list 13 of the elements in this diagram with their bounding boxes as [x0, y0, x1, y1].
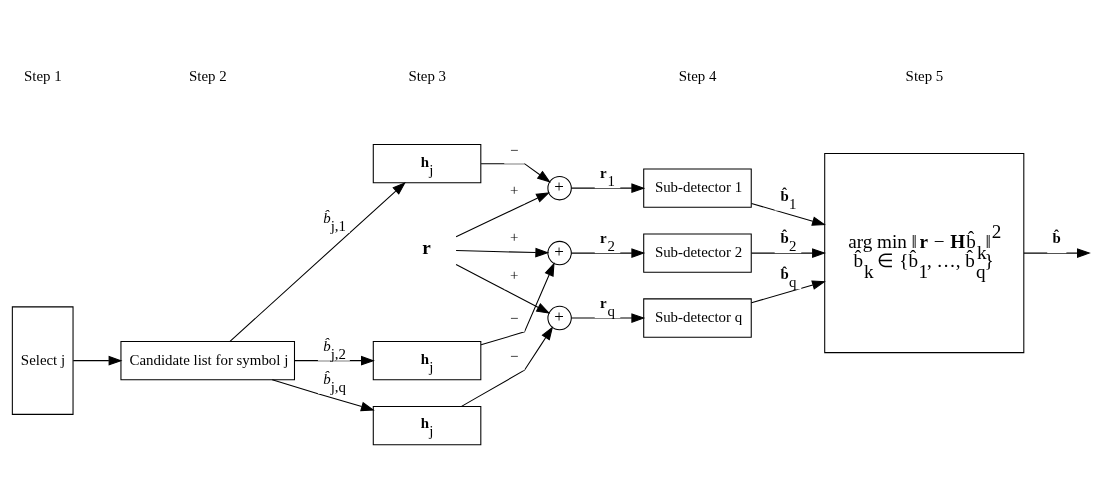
edge-label: b̂ — [1052, 230, 1061, 247]
edge-label: + — [510, 267, 519, 284]
edge-label: − — [510, 348, 519, 365]
edge-label: + — [510, 229, 519, 246]
edge-label: − — [510, 310, 519, 327]
label: Step 2 — [189, 68, 227, 85]
edge-label: + — [510, 182, 519, 199]
node-text: r — [422, 236, 431, 258]
label: Step 4 — [678, 68, 717, 85]
label: Step 1 — [24, 68, 62, 85]
label: Step 3 — [408, 68, 447, 85]
edge-label: − — [510, 141, 519, 158]
label: Step 5 — [905, 68, 944, 85]
